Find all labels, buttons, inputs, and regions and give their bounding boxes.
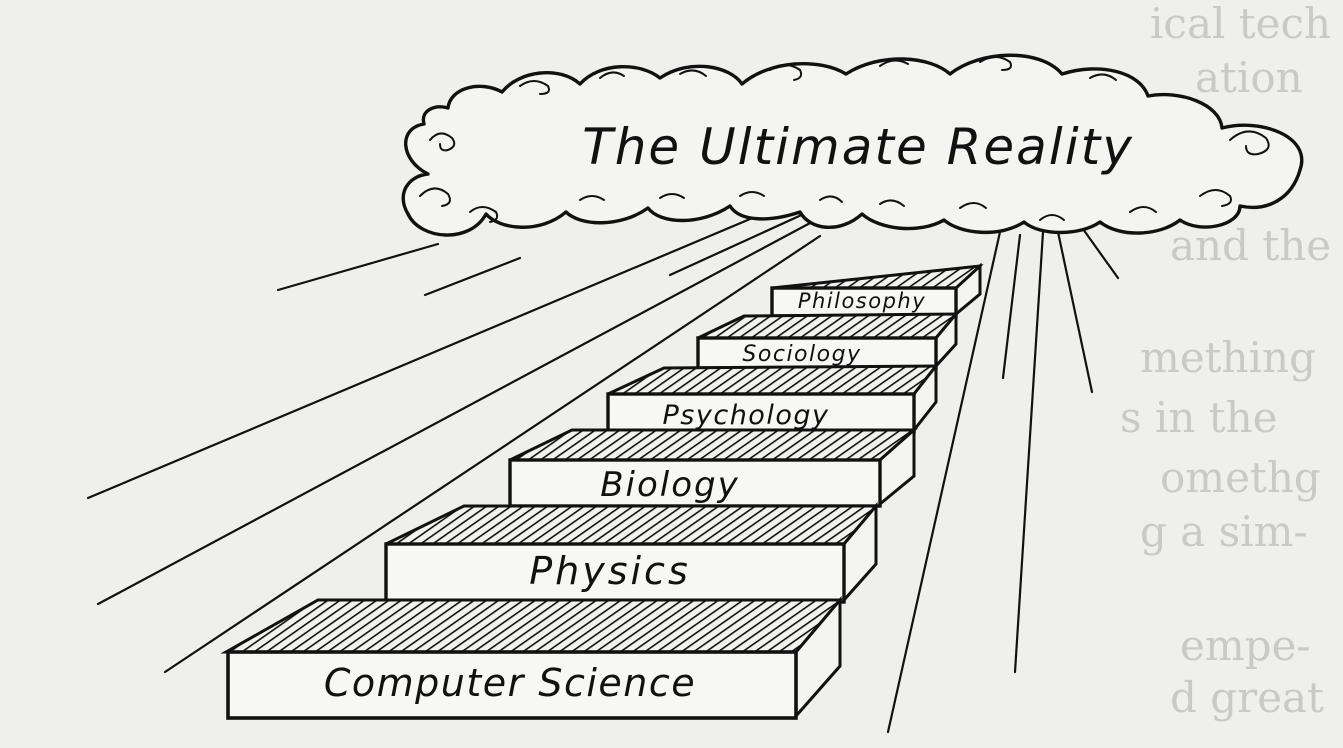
step-label: Sociology: [742, 342, 861, 367]
show-through-line: ation: [1195, 53, 1303, 102]
light-ray: [276, 242, 440, 292]
light-ray: [668, 210, 810, 277]
step-riser: [606, 392, 916, 434]
cloud-swirl: [519, 80, 550, 95]
cloud-swirl: [1199, 189, 1232, 207]
step-tread: [771, 264, 984, 290]
step-label: Biology: [600, 465, 740, 505]
light-ray: [1056, 230, 1094, 394]
step-label: Philosophy: [798, 289, 926, 313]
show-through-line: mething: [1140, 333, 1316, 382]
cloud-swirl: [769, 64, 803, 81]
step-sociology: Sociology: [696, 309, 960, 370]
cloud-swirl: [1129, 206, 1157, 213]
cloud-swirl: [1229, 130, 1270, 156]
show-through-line: s in the: [1120, 393, 1278, 442]
step-tread: [385, 504, 880, 546]
step-psychology: Psychology: [606, 361, 940, 435]
cloud: The Ultimate Reality: [401, 53, 1304, 237]
step-label: Computer Science: [324, 661, 696, 705]
cloud-swirl: [659, 193, 685, 199]
light-ray: [423, 256, 522, 297]
step-tread: [509, 428, 918, 462]
step-riser: [226, 650, 798, 720]
step-label: Physics: [529, 549, 691, 593]
light-ray: [1076, 220, 1120, 280]
step-biology: Biology: [508, 426, 918, 508]
show-through-text: ical tech ation and the mething s in the…: [1120, 0, 1331, 722]
step-philosophy: Philosophy: [770, 262, 984, 318]
show-through-line: ical tech: [1150, 0, 1331, 48]
show-through-line: omethg: [1160, 453, 1321, 502]
cloud-swirl: [979, 56, 1012, 71]
staircase: Philosophy Sociology Psychology Biology: [220, 262, 984, 720]
cloud-swirl: [879, 199, 905, 207]
light-ray: [86, 196, 802, 500]
cloud-swirl: [679, 69, 707, 77]
cloud-swirl: [579, 195, 605, 201]
cloud-swirl: [429, 132, 456, 152]
light-rays: [86, 196, 1120, 734]
light-ray: [886, 230, 1002, 734]
cloud-swirl: [1089, 73, 1117, 81]
cloud-swirl: [419, 187, 451, 207]
step-physics: Physics: [384, 501, 880, 604]
cloud-swirl: [469, 206, 499, 223]
diagram-title: The Ultimate Reality: [582, 118, 1134, 176]
cloud-swirl: [739, 191, 765, 197]
show-through-line: d great: [1170, 673, 1324, 722]
cloud-outline: [401, 53, 1304, 237]
step-tread: [220, 598, 844, 654]
cloud-swirl: [819, 195, 843, 203]
step-computer-science: Computer Science: [220, 595, 844, 720]
step-riser: [508, 458, 882, 508]
cloud-swirl: [599, 71, 625, 79]
step-tread: [697, 312, 960, 340]
show-through-line: empe-: [1180, 621, 1311, 670]
cloud-swirl: [1039, 214, 1065, 221]
show-through-line: and the: [1170, 221, 1331, 270]
light-ray: [1013, 230, 1045, 674]
cloud-swirl: [959, 202, 987, 209]
show-through-line: g a sim-: [1140, 507, 1308, 556]
light-ray: [1001, 233, 1022, 380]
cloud-swirl: [879, 59, 909, 67]
step-label: Psychology: [663, 400, 830, 431]
step-tread: [607, 364, 940, 396]
light-ray: [96, 220, 814, 606]
light-ray: [163, 234, 822, 674]
step-riser: [384, 542, 846, 604]
